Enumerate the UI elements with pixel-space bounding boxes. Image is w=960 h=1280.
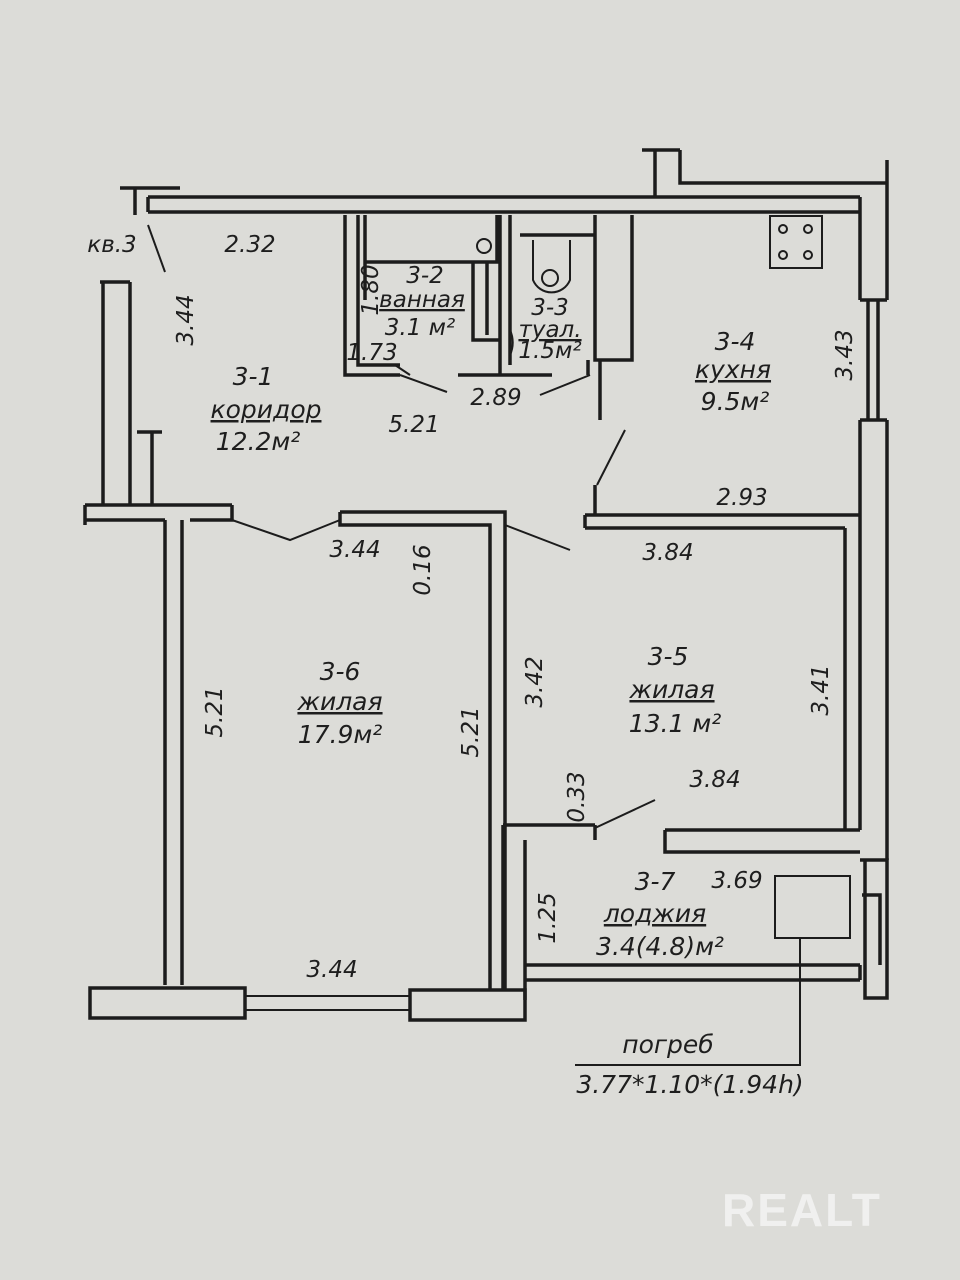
dim-niche: 0.33	[564, 771, 590, 822]
dim-bedroom-right: 5.21	[458, 706, 484, 757]
dim-loggia-depth: 1.25	[535, 892, 561, 943]
dim-bath-height: 1.80	[358, 264, 384, 315]
room-3-7-name: лоджия	[603, 899, 706, 928]
dim-bath-width: 1.73	[346, 340, 397, 366]
room-3-6-area: 17.9м²	[298, 720, 383, 749]
dim-partition: 0.16	[410, 544, 436, 595]
dim-living-right: 3.41	[808, 664, 834, 715]
room-3-5-name: жилая	[628, 675, 714, 704]
dim-corridor-top: 2.32	[224, 232, 275, 258]
dim-bedroom-bottom: 3.44	[306, 957, 357, 983]
room-3-1-area: 12.2м²	[216, 427, 301, 456]
labels: кв.3 2.32 3.44 1.80 1.73 5.21 2.89 3-1 к…	[87, 232, 858, 1099]
walls	[83, 148, 889, 1066]
room-3-3-area: 1.5м²	[518, 338, 581, 364]
room-3-1-name: коридор	[211, 395, 322, 424]
room-3-4-area: 9.5м²	[701, 387, 770, 416]
room-3-1-id: 3-1	[233, 362, 274, 391]
cellar-label: погреб	[622, 1030, 713, 1059]
room-3-6-name: жилая	[296, 687, 382, 716]
room-3-2-id: 3-2	[406, 263, 444, 289]
room-3-5-area: 13.1 м²	[629, 709, 722, 738]
dim-living-bottom: 3.84	[689, 767, 740, 793]
room-3-2-name: ванная	[379, 287, 465, 313]
dim-kitchen-height: 3.43	[832, 329, 858, 380]
realt-watermark: REALT	[722, 1184, 882, 1236]
room-3-4-id: 3-4	[715, 327, 756, 356]
dim-living-top: 3.84	[642, 540, 693, 566]
room-3-4-name: кухня	[695, 355, 771, 384]
dim-bedroom-top: 3.44	[329, 537, 380, 563]
room-3-2-area: 3.1 м²	[385, 315, 455, 341]
room-3-3-name: туал.	[518, 317, 581, 343]
dim-living-left: 3.42	[522, 656, 548, 707]
dim-bedroom-left: 5.21	[202, 686, 228, 737]
apartment-label: кв.3	[87, 232, 136, 258]
room-3-6-id: 3-6	[320, 657, 361, 686]
room-3-7-area: 3.4(4.8)м²	[596, 932, 724, 961]
cellar-size: 3.77*1.10*(1.94h)	[576, 1070, 803, 1099]
dim-loggia-width: 3.69	[711, 868, 762, 894]
room-3-3-id: 3-3	[531, 295, 569, 321]
dim-corridor-length: 5.21	[388, 412, 439, 438]
dim-wc-width: 2.89	[470, 385, 521, 411]
dim-kitchen-width: 2.93	[716, 485, 767, 511]
room-3-5-id: 3-5	[648, 642, 689, 671]
room-3-7-id: 3-7	[635, 867, 676, 896]
dim-corridor-left: 3.44	[173, 294, 199, 345]
